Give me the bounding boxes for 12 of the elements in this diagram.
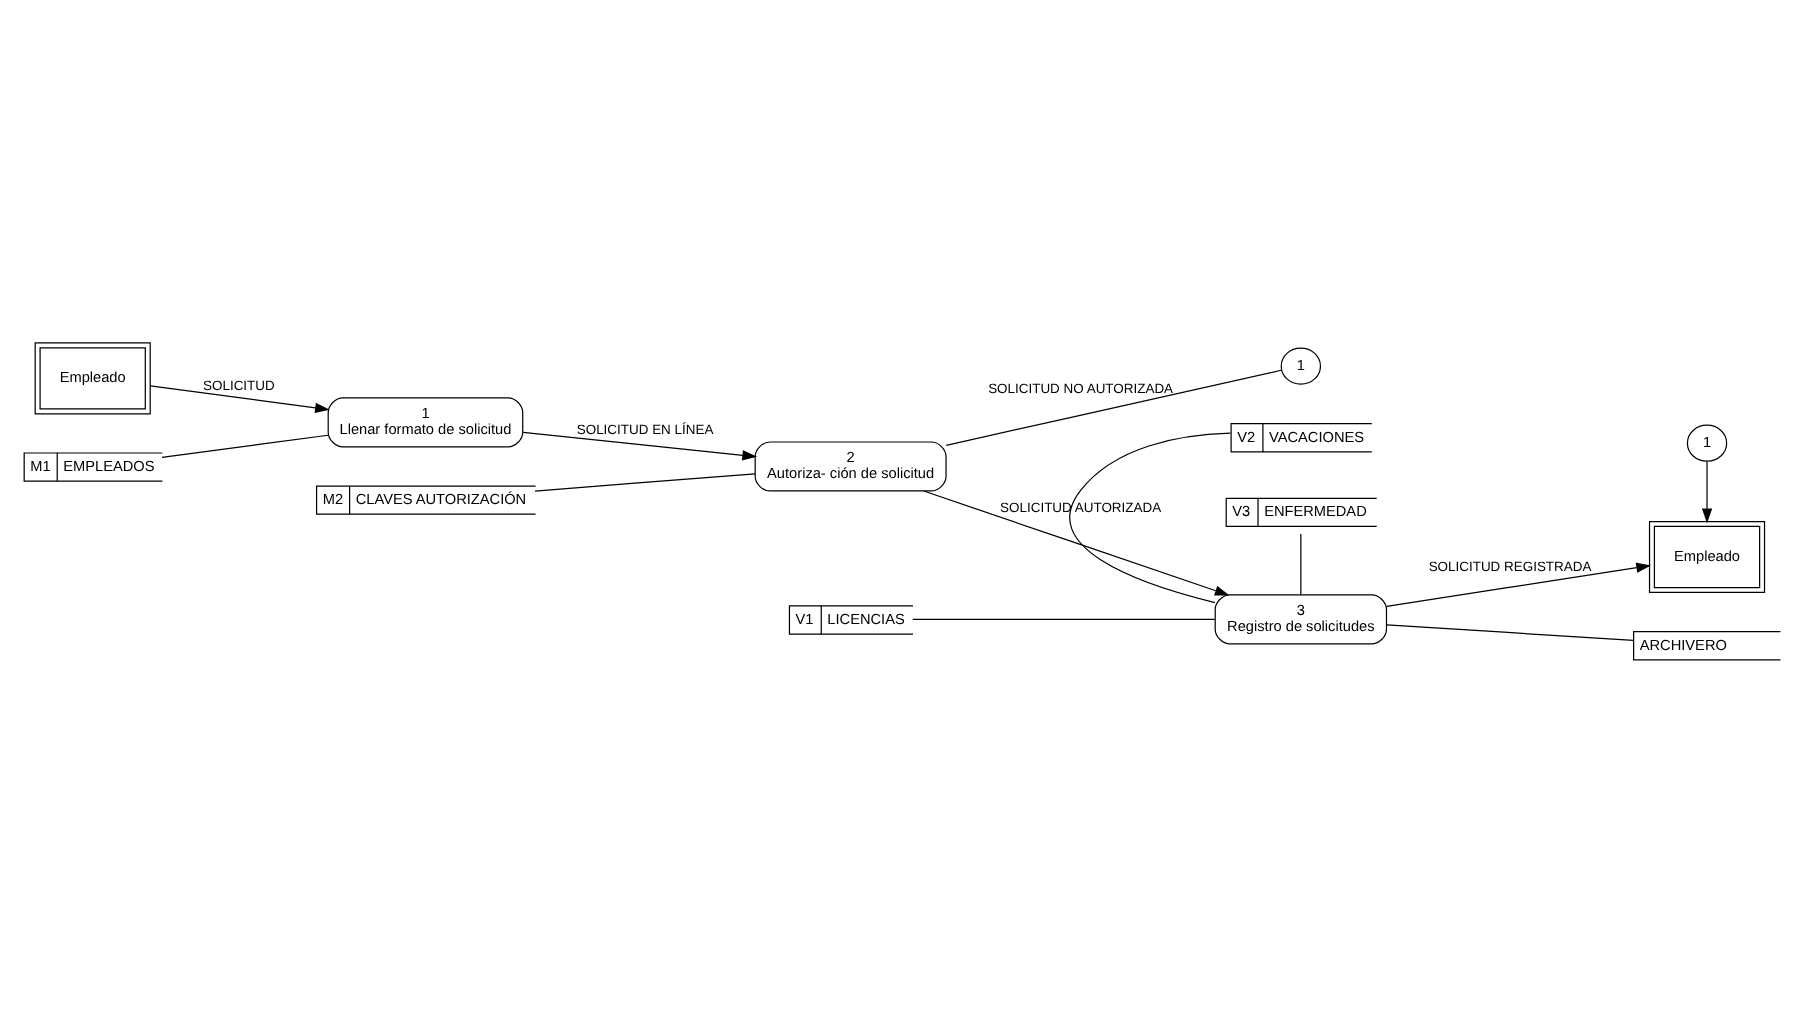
arrow xyxy=(522,431,757,461)
arrow xyxy=(1701,460,1713,524)
connector xyxy=(1386,624,1635,642)
arrow xyxy=(1386,562,1651,607)
connector xyxy=(1300,533,1302,596)
connector xyxy=(534,473,756,492)
connector xyxy=(945,369,1282,446)
arrow xyxy=(923,490,1230,596)
arrow xyxy=(149,385,330,413)
connector xyxy=(1069,432,1231,604)
connector xyxy=(912,618,1216,620)
connector xyxy=(161,434,329,458)
